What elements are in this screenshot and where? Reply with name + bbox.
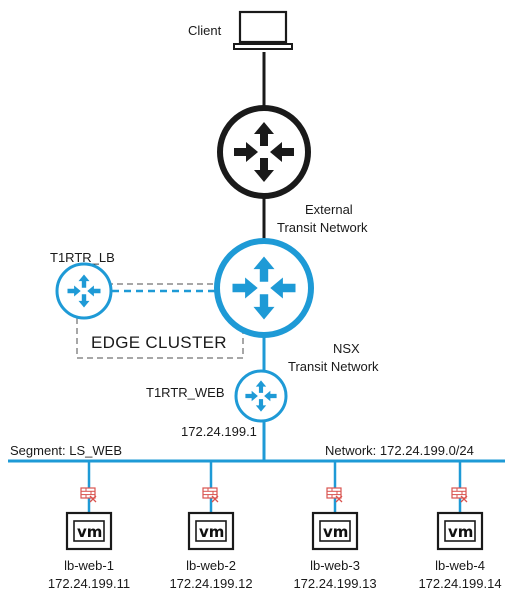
external-transit-label-line1: External xyxy=(305,202,353,217)
vm-icon-label: vm xyxy=(77,523,102,541)
segment-label: Segment: LS_WEB xyxy=(10,443,122,458)
network-label: Network: 172.24.199.0/24 xyxy=(325,443,474,458)
vm-name: lb-web-3 xyxy=(310,558,360,573)
vm-ip: 172.24.199.12 xyxy=(169,576,252,591)
vm-name: lb-web-4 xyxy=(435,558,485,573)
t1rtr-lb-router xyxy=(55,262,113,320)
client-label: Client xyxy=(188,23,222,38)
vm-icon: vm xyxy=(311,511,359,551)
vm-icon-label: vm xyxy=(323,523,348,541)
edge-cluster-label: EDGE CLUSTER xyxy=(91,333,227,352)
laptop-icon xyxy=(233,10,293,50)
vm-group-3: vm lb-web-3 172.24.199.13 xyxy=(293,487,377,591)
router-icon xyxy=(214,238,314,338)
vm-ip: 172.24.199.14 xyxy=(418,576,501,591)
firewall-icon xyxy=(326,487,343,503)
vm-group-4: vm lb-web-4 172.24.199.14 xyxy=(418,487,502,591)
firewall-icon xyxy=(80,487,97,503)
nsx-transit-label-line1: NSX xyxy=(333,341,360,356)
t1rtr-web-label: T1RTR_WEB xyxy=(146,385,225,400)
router-icon xyxy=(234,369,288,423)
vm-icon: vm xyxy=(187,511,235,551)
vm-icon-label: vm xyxy=(448,523,473,541)
router-icon xyxy=(55,262,113,320)
external-transit-label-line2: Transit Network xyxy=(277,220,368,235)
vm-group-1: vm lb-web-1 172.24.199.11 xyxy=(48,487,130,591)
t1rtr-web-router xyxy=(234,369,288,423)
vm-name: lb-web-2 xyxy=(186,558,236,573)
vm-icon: vm xyxy=(436,511,484,551)
vm-ip: 172.24.199.11 xyxy=(48,576,130,591)
t1-edge-router xyxy=(214,238,314,338)
vm-group-2: vm lb-web-2 172.24.199.12 xyxy=(169,487,253,591)
connection-lines xyxy=(8,52,505,513)
nsx-transit-label-line2: Transit Network xyxy=(288,359,379,374)
vm-icon: vm xyxy=(65,511,113,551)
firewall-icon xyxy=(451,487,468,503)
firewall-icon xyxy=(202,487,219,503)
vm-icon-label: vm xyxy=(199,523,224,541)
t0-router xyxy=(217,105,311,199)
vm-ip: 172.24.199.13 xyxy=(293,576,376,591)
t1rtr-lb-label: T1RTR_LB xyxy=(50,250,115,265)
t1rtr-web-ip: 172.24.199.1 xyxy=(181,424,257,439)
router-icon xyxy=(217,105,311,199)
vm-name: lb-web-1 xyxy=(64,558,114,573)
